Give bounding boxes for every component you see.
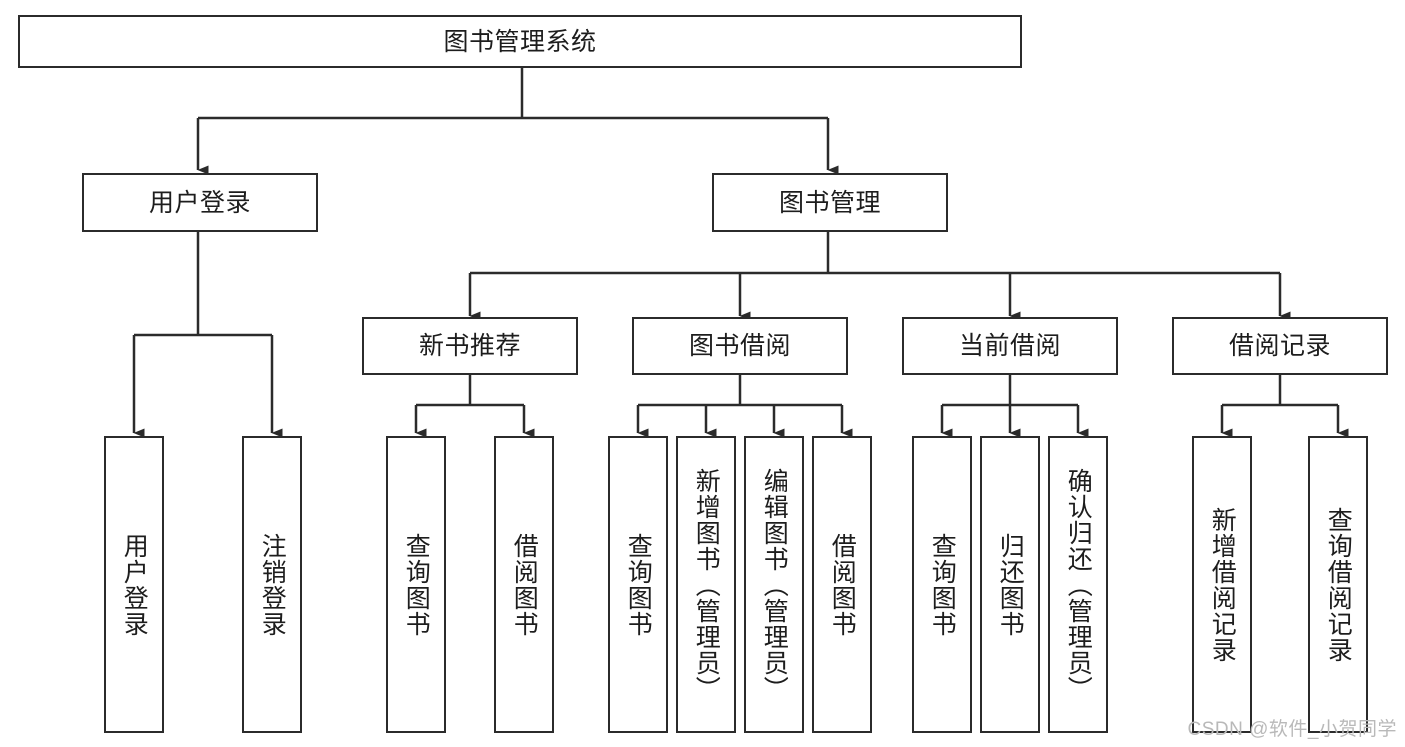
node-new-book-recommend[interactable]: 新书推荐 bbox=[362, 317, 578, 375]
leaf-borrow-record-query-record[interactable]: 查询借阅记录 bbox=[1308, 436, 1368, 733]
node-label: 查询图书 bbox=[402, 532, 431, 637]
leaf-current-borrow-confirm-return-admin[interactable]: 确认归还（管理员） bbox=[1048, 436, 1108, 733]
leaf-current-borrow-query-book[interactable]: 查询图书 bbox=[912, 436, 972, 733]
node-label: 图书管理系统 bbox=[443, 27, 597, 56]
node-book-management[interactable]: 图书管理 bbox=[712, 173, 948, 232]
csdn-watermark: CSDN @软件_小贺同学 bbox=[1187, 719, 1397, 740]
leaf-book-borrow-borrow-book[interactable]: 借阅图书 bbox=[812, 436, 872, 733]
node-label: 借阅记录 bbox=[1228, 332, 1331, 360]
node-book-borrow[interactable]: 图书借阅 bbox=[632, 317, 848, 375]
leaf-new-book-query-book[interactable]: 查询图书 bbox=[386, 436, 446, 733]
node-label: 确认归还（管理员） bbox=[1064, 467, 1093, 702]
node-label: 新增图书（管理员） bbox=[692, 467, 721, 702]
leaf-book-borrow-add-book-admin[interactable]: 新增图书（管理员） bbox=[676, 436, 736, 733]
node-label: 图书借阅 bbox=[688, 332, 791, 360]
node-label: 借阅图书 bbox=[828, 532, 857, 637]
node-label: 查询图书 bbox=[624, 532, 653, 637]
node-borrow-record[interactable]: 借阅记录 bbox=[1172, 317, 1388, 375]
node-label: 新书推荐 bbox=[418, 332, 521, 360]
node-root-book-management-system[interactable]: 图书管理系统 bbox=[18, 15, 1022, 68]
node-label: 查询图书 bbox=[928, 532, 957, 637]
node-label: 注销登录 bbox=[258, 532, 287, 637]
leaf-current-borrow-return-book[interactable]: 归还图书 bbox=[980, 436, 1040, 733]
leaf-borrow-record-add-record[interactable]: 新增借阅记录 bbox=[1192, 436, 1252, 733]
node-current-borrow[interactable]: 当前借阅 bbox=[902, 317, 1118, 375]
leaf-logout-login[interactable]: 注销登录 bbox=[242, 436, 302, 733]
node-user-login[interactable]: 用户登录 bbox=[82, 173, 318, 232]
node-label: 当前借阅 bbox=[958, 332, 1061, 360]
node-label: 用户登录 bbox=[120, 532, 149, 637]
leaf-book-borrow-query-book[interactable]: 查询图书 bbox=[608, 436, 668, 733]
node-label: 借阅图书 bbox=[510, 532, 539, 637]
leaf-user-login[interactable]: 用户登录 bbox=[104, 436, 164, 733]
node-label: 编辑图书（管理员） bbox=[760, 467, 789, 702]
node-label: 查询借阅记录 bbox=[1324, 506, 1353, 663]
node-label: 用户登录 bbox=[148, 188, 251, 217]
leaf-book-borrow-edit-book-admin[interactable]: 编辑图书（管理员） bbox=[744, 436, 804, 733]
node-label: 归还图书 bbox=[996, 532, 1025, 637]
node-label: 新增借阅记录 bbox=[1208, 506, 1237, 663]
leaf-new-book-borrow-book[interactable]: 借阅图书 bbox=[494, 436, 554, 733]
node-label: 图书管理 bbox=[778, 188, 881, 217]
